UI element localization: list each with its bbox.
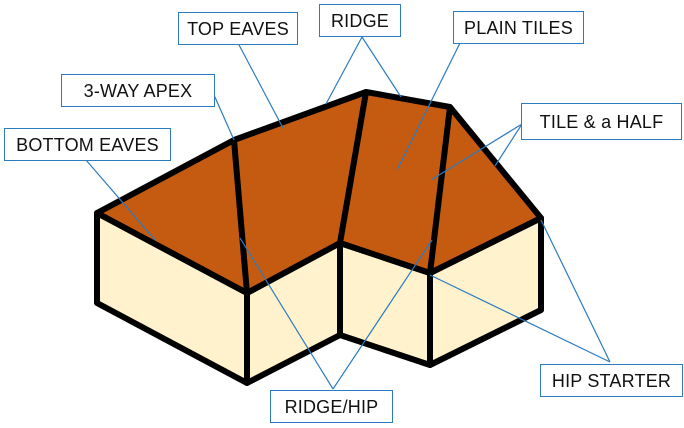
leader-top-eaves [237,42,284,129]
leader-hip-starter-2 [429,274,611,363]
leader-ridge-hip-1 [239,237,334,390]
leader-tile-and-half-2 [430,123,523,181]
leader-ridge-hip-2 [332,239,433,390]
leader-ridge-right [361,36,402,98]
leader-lines [85,36,611,390]
leader-bottom-eaves [85,159,156,241]
hip-line-right [427,106,453,274]
label-bottom-eaves: BOTTOM EAVES [4,128,171,161]
label-hip-starter: HIP STARTER [540,364,683,397]
leader-plain-tiles [396,42,461,171]
leader-3-way-apex [213,94,235,141]
walls [94,210,544,386]
leader-hip-starter-1 [540,219,611,363]
label-ridge-hip: RIDGE/HIP [270,390,393,423]
leader-ridge-left [325,36,363,105]
label-top-eaves: TOP EAVES [178,12,298,45]
hip-line-left [231,139,250,294]
label-tile-and-a-half: TILE & a HALF [521,103,682,140]
leader-tile-and-half-1 [494,123,523,167]
ridge-hip-line-center [337,91,369,244]
label-ridge: RIDGE [319,4,401,37]
label-3-way-apex: 3-WAY APEX [61,74,215,107]
label-plain-tiles: PLAIN TILES [453,11,584,44]
